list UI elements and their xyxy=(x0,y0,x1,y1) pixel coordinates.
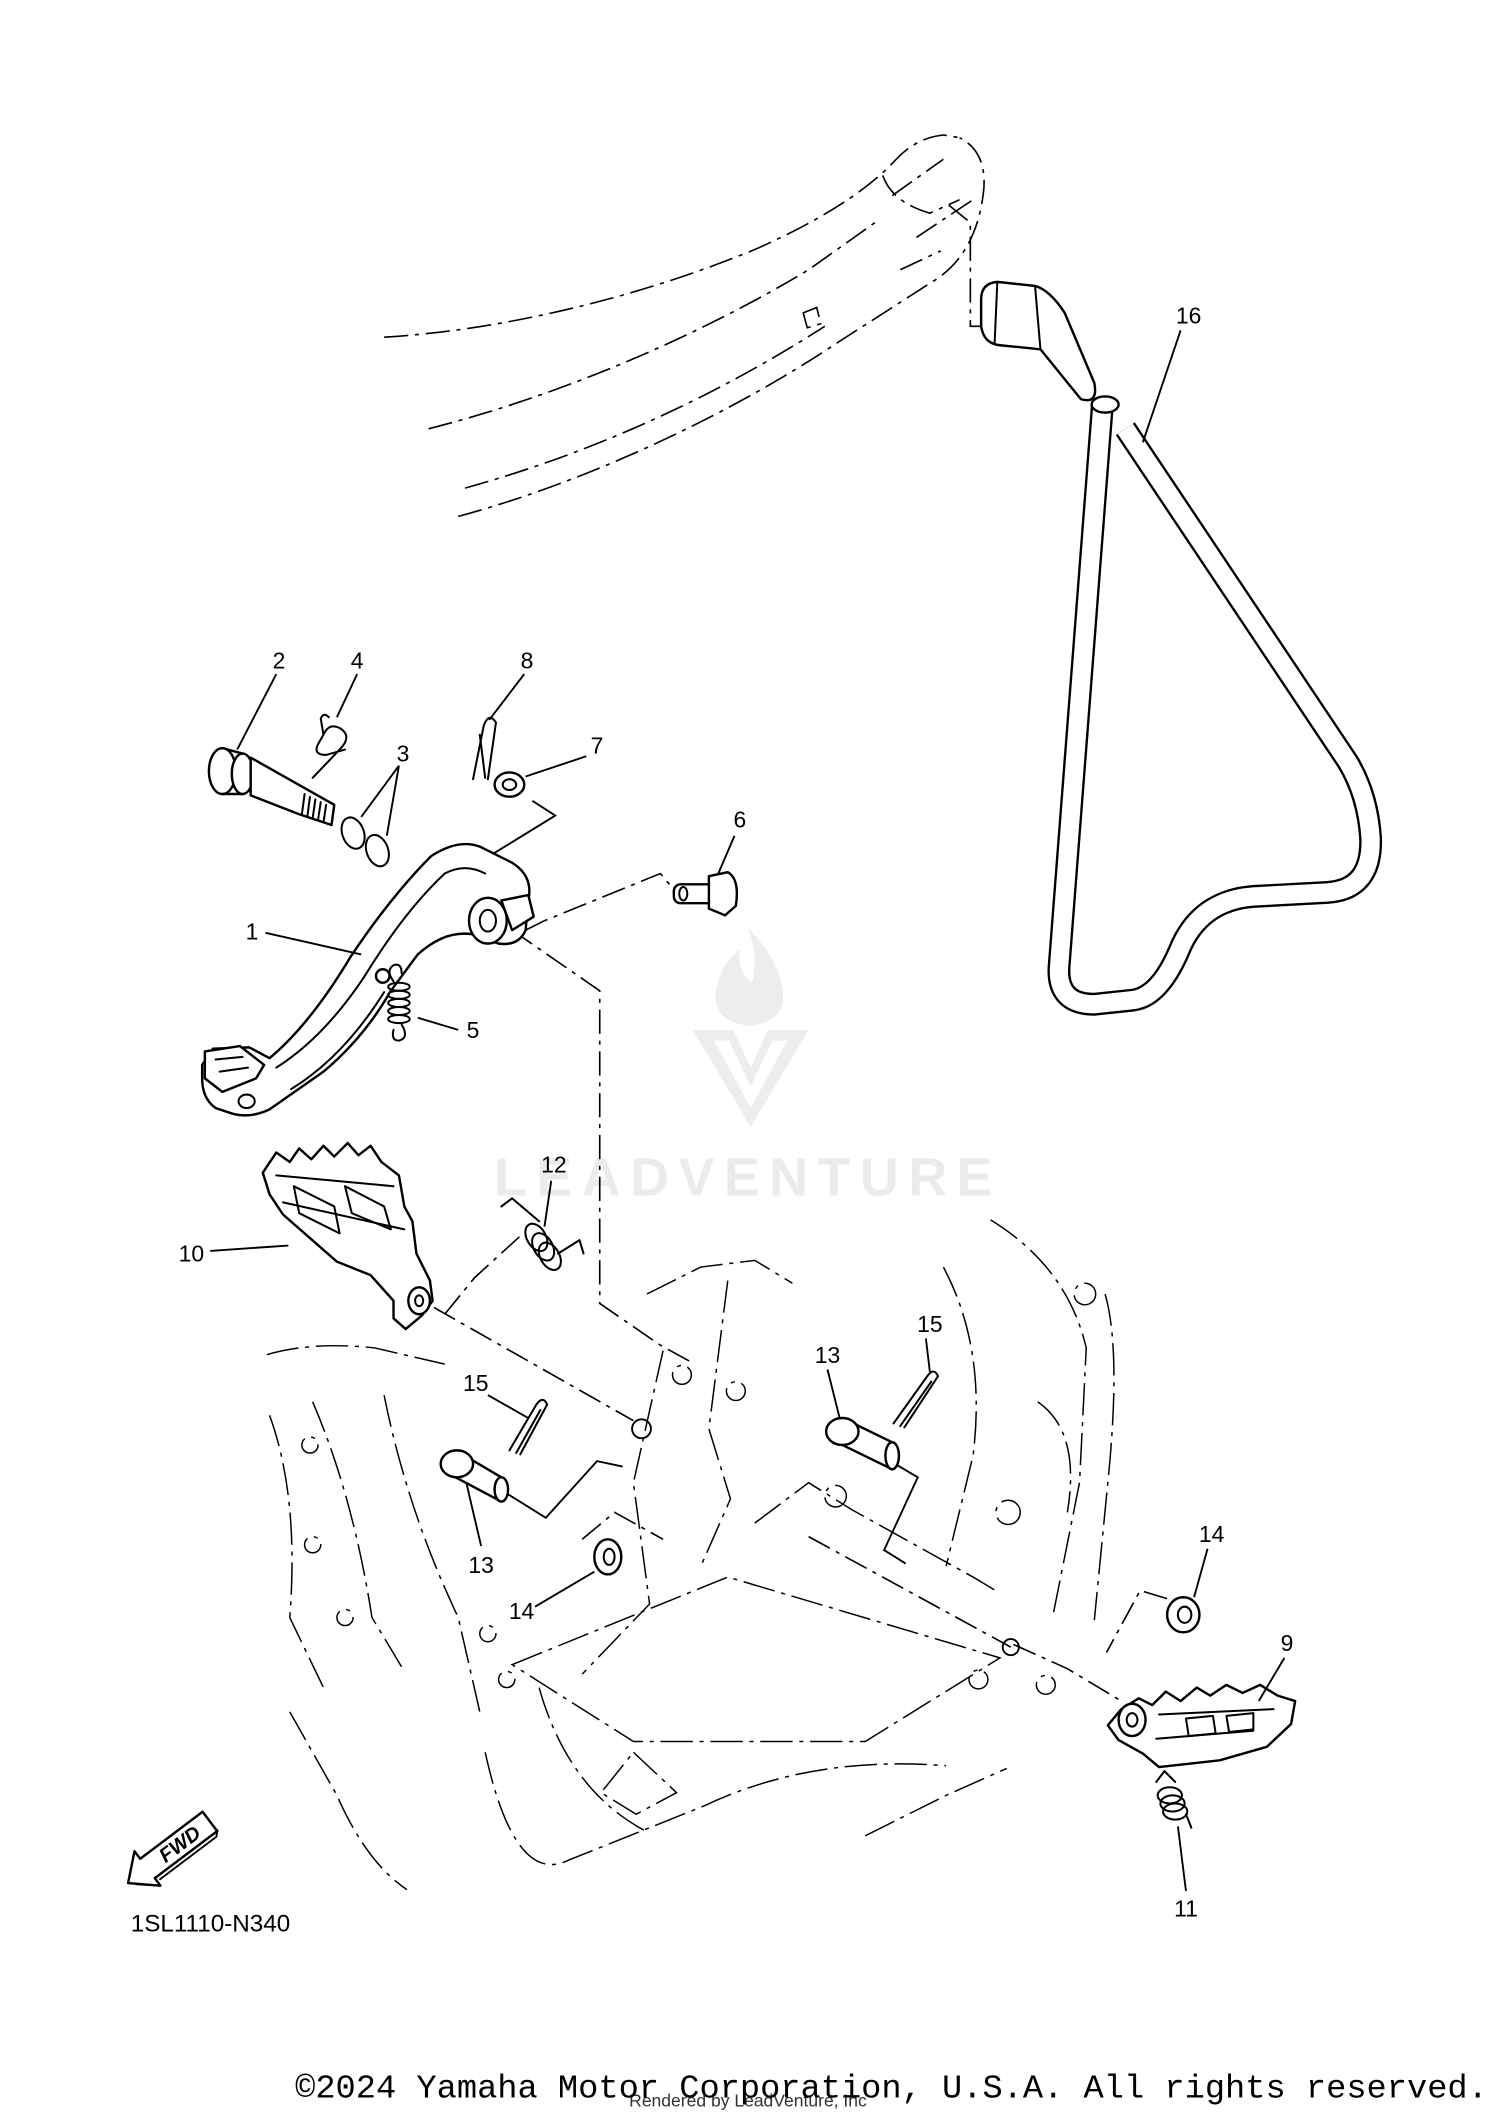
callout-11: 11 xyxy=(1174,1896,1198,1922)
clevis-pin xyxy=(672,870,739,917)
frame-cradle-outline xyxy=(266,1219,1115,1891)
callout-13-left: 13 xyxy=(468,1552,493,1578)
side-stand xyxy=(979,280,1383,1016)
callout-16: 16 xyxy=(1176,303,1201,329)
copyright-text: ©2024 Yamaha Motor Corporation, U.S.A. A… xyxy=(295,2070,1488,2108)
return-spring xyxy=(387,963,411,1042)
rendered-by-text: Rendered by LeadVenture, Inc xyxy=(629,2091,867,2111)
callout-4: 4 xyxy=(351,648,364,674)
cotter-pin-left xyxy=(508,1398,549,1456)
callout-3: 3 xyxy=(397,741,410,767)
callout-9: 9 xyxy=(1281,1630,1294,1656)
pedal-shaft-bolt xyxy=(207,746,336,827)
washer-left xyxy=(593,1538,623,1576)
callout-7: 7 xyxy=(591,733,604,759)
callout-15-right: 15 xyxy=(917,1311,942,1337)
o-rings xyxy=(340,816,390,868)
callout-10: 10 xyxy=(179,1241,204,1267)
callout-1: 1 xyxy=(246,919,259,945)
forward-direction-arrow: FWD xyxy=(126,1810,219,1887)
callout-12: 12 xyxy=(541,1152,566,1178)
callout-13-right: 13 xyxy=(815,1342,840,1368)
cotter-pin xyxy=(472,716,497,781)
footrest-left xyxy=(261,1141,434,1331)
callout-14-right: 14 xyxy=(1199,1521,1225,1547)
watermark-text: LEADVENTURE xyxy=(494,1148,1002,1208)
callout-14-left: 14 xyxy=(509,1598,535,1624)
rear-subframe-outline xyxy=(384,134,985,518)
callout-5: 5 xyxy=(467,1017,480,1043)
washer-right xyxy=(1165,1596,1201,1634)
cotter-pin-right xyxy=(892,1370,940,1429)
r-clip xyxy=(311,713,348,779)
washer xyxy=(493,771,526,798)
callout-leaders xyxy=(210,330,1286,1892)
footrest-spring-right xyxy=(1155,1770,1193,1829)
callout-15-left: 15 xyxy=(463,1370,488,1396)
brake-pedal xyxy=(200,842,535,1117)
leadventure-watermark-logo xyxy=(692,927,809,1127)
diagram-code: 1SL1110-N340 xyxy=(131,1910,291,1937)
callout-2: 2 xyxy=(273,648,286,674)
footrest-pin-left xyxy=(439,1449,510,1503)
assembly-guide-lines xyxy=(433,799,1168,1702)
footrest-right xyxy=(1106,1683,1297,1769)
callout-6: 6 xyxy=(734,807,747,833)
footrest-spring-left xyxy=(500,1197,585,1271)
callout-8: 8 xyxy=(521,648,534,674)
footrest-pin-right xyxy=(824,1416,901,1471)
